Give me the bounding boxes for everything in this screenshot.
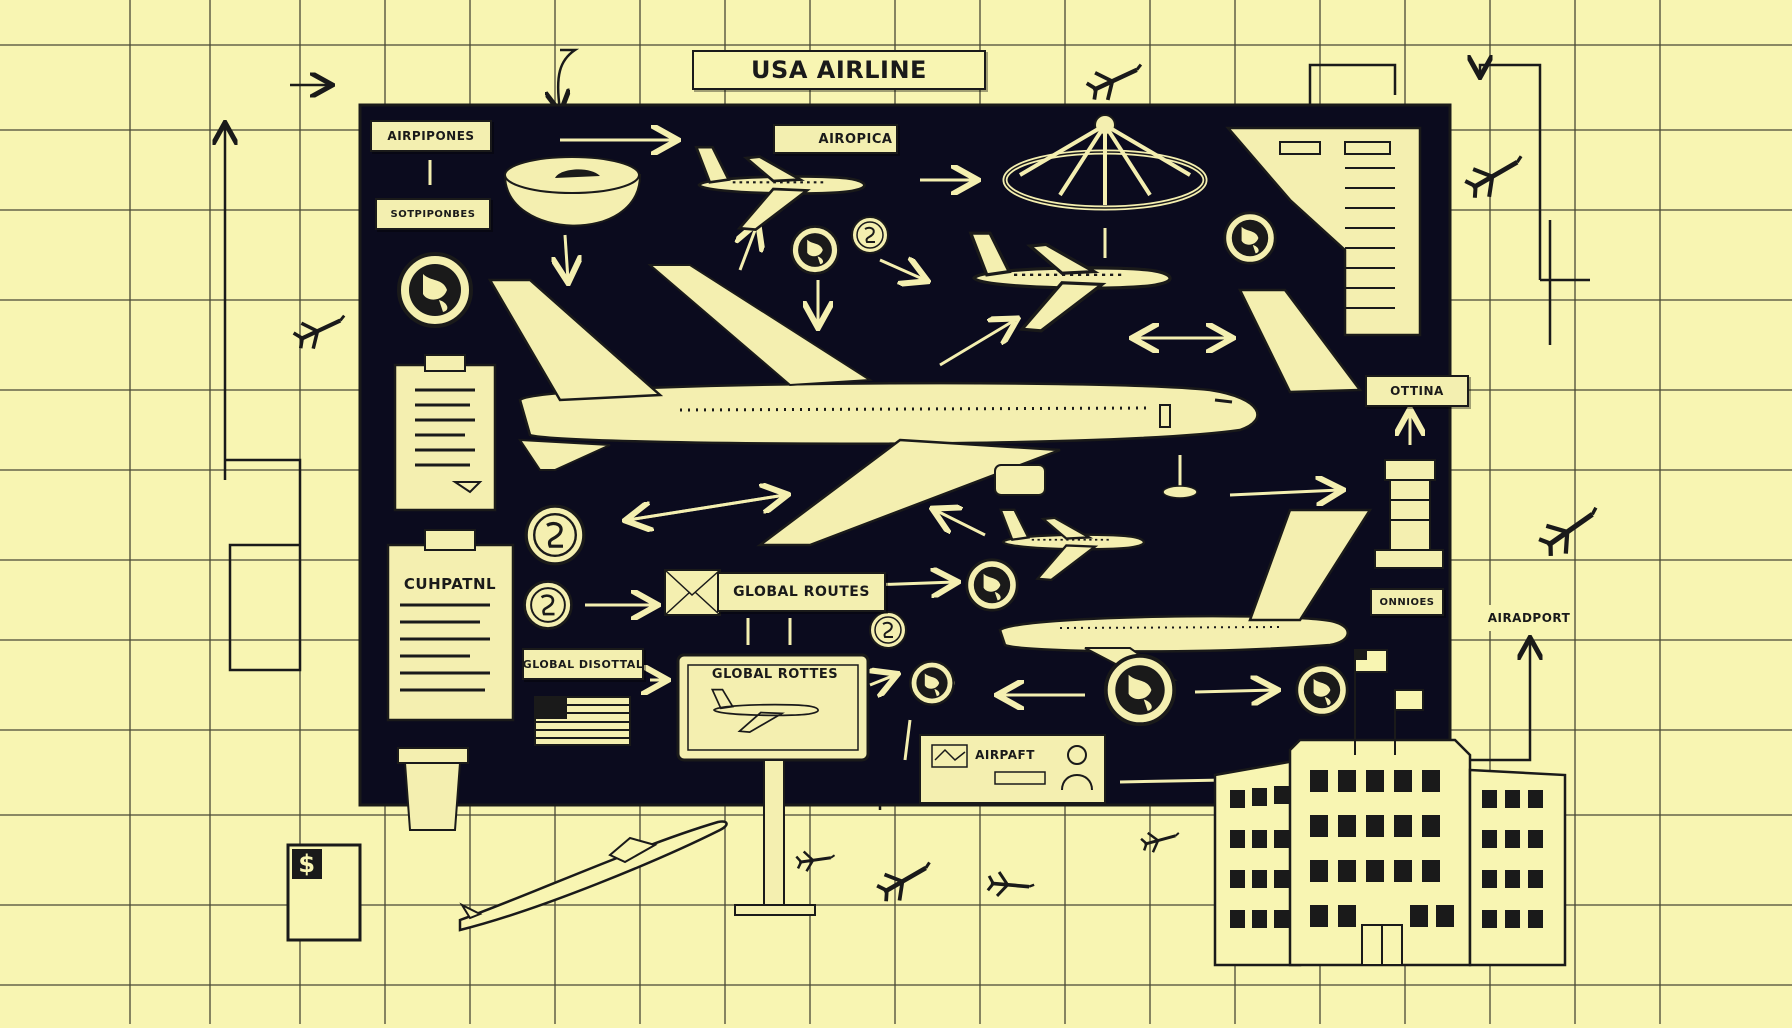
- company-clipboard-icon: [386, 529, 515, 722]
- id-card-icon: [919, 734, 1106, 804]
- globe-icon-lower-right: [1295, 663, 1349, 717]
- globe-icon-lower: [909, 660, 955, 706]
- small-airplane-icon-5: [794, 845, 838, 874]
- large-airplane-icon: [487, 264, 1259, 547]
- title-label: USA AIRLINE: [692, 50, 986, 90]
- flag-icon: [534, 696, 631, 746]
- america-label: AIROPICA: [773, 124, 898, 154]
- coin-icon-middle: [869, 611, 907, 649]
- board-arrows: [428, 140, 1410, 784]
- dollar-label: $: [298, 850, 316, 878]
- hub-icon: [1002, 114, 1208, 211]
- small-airplane-icon-6: [874, 852, 938, 906]
- small-airplane-icon-8: [1138, 823, 1184, 856]
- airport-label: AIRADPORT: [1485, 605, 1573, 631]
- pin-icon: [1162, 455, 1198, 499]
- small-airplane-icon-4: [1535, 497, 1607, 562]
- ottina-label: OTTINA: [1365, 375, 1469, 407]
- control-tower-icon: [1374, 459, 1444, 569]
- small-airplane-icon-7: [985, 869, 1037, 901]
- globe-icon-middle: [965, 558, 1019, 612]
- globe-icon-lower-large: [1103, 653, 1177, 727]
- clipboard-icon: [393, 354, 497, 512]
- globe-icon: [790, 225, 840, 275]
- bin-icon: [397, 747, 469, 831]
- dollar-icon: [286, 843, 362, 942]
- tail-fin-icon: [1237, 288, 1363, 394]
- building-icon: [1213, 649, 1567, 967]
- coin-icon-left: [524, 504, 586, 566]
- envelope-icon: [664, 569, 721, 616]
- bowl-globe-icon: [503, 156, 642, 227]
- global-dist-label: GLOBAL DISOTTAL: [522, 648, 644, 680]
- airport-card-label: AIRPAFT: [975, 748, 1035, 762]
- company-label: CUHPATNL: [403, 575, 497, 593]
- small-airplane-icon-2: [1462, 145, 1531, 203]
- billboard-icon: [676, 653, 870, 916]
- onnaies-label: ONNIOES: [1370, 588, 1444, 616]
- form-panel-icon: [1225, 126, 1422, 337]
- coin-icon: [851, 216, 889, 254]
- global-routes-label: GLOBAL ROUTES: [717, 572, 886, 612]
- sub-left-label: SOTPIPONBES: [375, 198, 491, 230]
- globe-icon-right: [1223, 211, 1277, 265]
- global-routes-billboard-label: GLOBAL ROTTES: [711, 666, 839, 682]
- coin-icon-left-lower: [523, 580, 573, 630]
- airplanes-label: AIRPIPONES: [370, 120, 492, 152]
- small-airplane-icon-1: [1084, 54, 1148, 105]
- globe-icon-left: [397, 252, 473, 328]
- takeoff-airplane-icon: [458, 820, 728, 932]
